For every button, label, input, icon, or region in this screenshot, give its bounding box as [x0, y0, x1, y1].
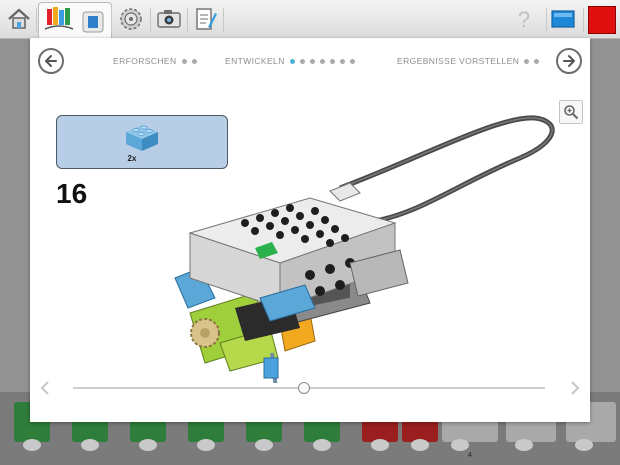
chevron-right-icon: [571, 381, 580, 395]
progress-dot: [329, 58, 335, 64]
arrow-right-icon: [563, 55, 575, 67]
stage-present-results[interactable]: ERGEBNISSE VORSTELLEN: [397, 56, 540, 66]
camera-icon[interactable]: [155, 5, 183, 33]
stage-label: ERGEBNISSE VORSTELLEN: [397, 56, 520, 66]
help-icon[interactable]: ?: [510, 5, 538, 33]
required-parts-box: 2x: [56, 115, 228, 169]
progress-dot: [319, 58, 325, 64]
next-step-button[interactable]: [568, 380, 582, 396]
stop-icon[interactable]: [588, 6, 616, 34]
previous-step-button[interactable]: [38, 380, 52, 396]
back-button[interactable]: [38, 48, 64, 74]
stage-develop[interactable]: ENTWICKELN: [225, 56, 355, 66]
progress-dot-active: [289, 58, 295, 64]
zoom-button[interactable]: [559, 100, 583, 124]
stage-label: ERFORSCHEN: [113, 56, 177, 66]
progress-dot: [191, 58, 197, 64]
progress-dot: [524, 58, 530, 64]
top-toolbar: ?: [0, 0, 620, 39]
model-illustration: [174, 115, 555, 383]
home-icon[interactable]: [5, 5, 33, 33]
stage-label: ENTWICKELN: [225, 56, 285, 66]
parts-quantity: 2x: [127, 154, 137, 163]
step-slider-thumb[interactable]: [298, 382, 311, 394]
svg-text:?: ?: [518, 7, 530, 32]
progress-dot: [339, 58, 345, 64]
notes-icon[interactable]: [191, 5, 219, 33]
progress-dot: [181, 58, 187, 64]
step-number: 16: [56, 178, 88, 209]
stage-explore[interactable]: ERFORSCHEN: [113, 56, 197, 66]
block-counter: 4: [468, 452, 472, 459]
display-icon[interactable]: [549, 5, 577, 33]
gear-icon[interactable]: [117, 5, 145, 33]
progress-dot: [534, 58, 540, 64]
progress-dot: [299, 58, 305, 64]
progress-dot: [349, 58, 355, 64]
chevron-left-icon: [40, 381, 49, 395]
blue-brick-icon: [126, 125, 158, 151]
forward-button[interactable]: [556, 48, 582, 74]
magnifier-plus-icon: [564, 105, 579, 120]
building-instructions-panel: ERFORSCHEN ENTWICKELN ERGEBNISSE VORSTEL…: [30, 38, 590, 422]
arrow-left-icon: [45, 55, 57, 67]
tab-documentation[interactable]: [38, 2, 112, 39]
progress-dot: [309, 58, 315, 64]
